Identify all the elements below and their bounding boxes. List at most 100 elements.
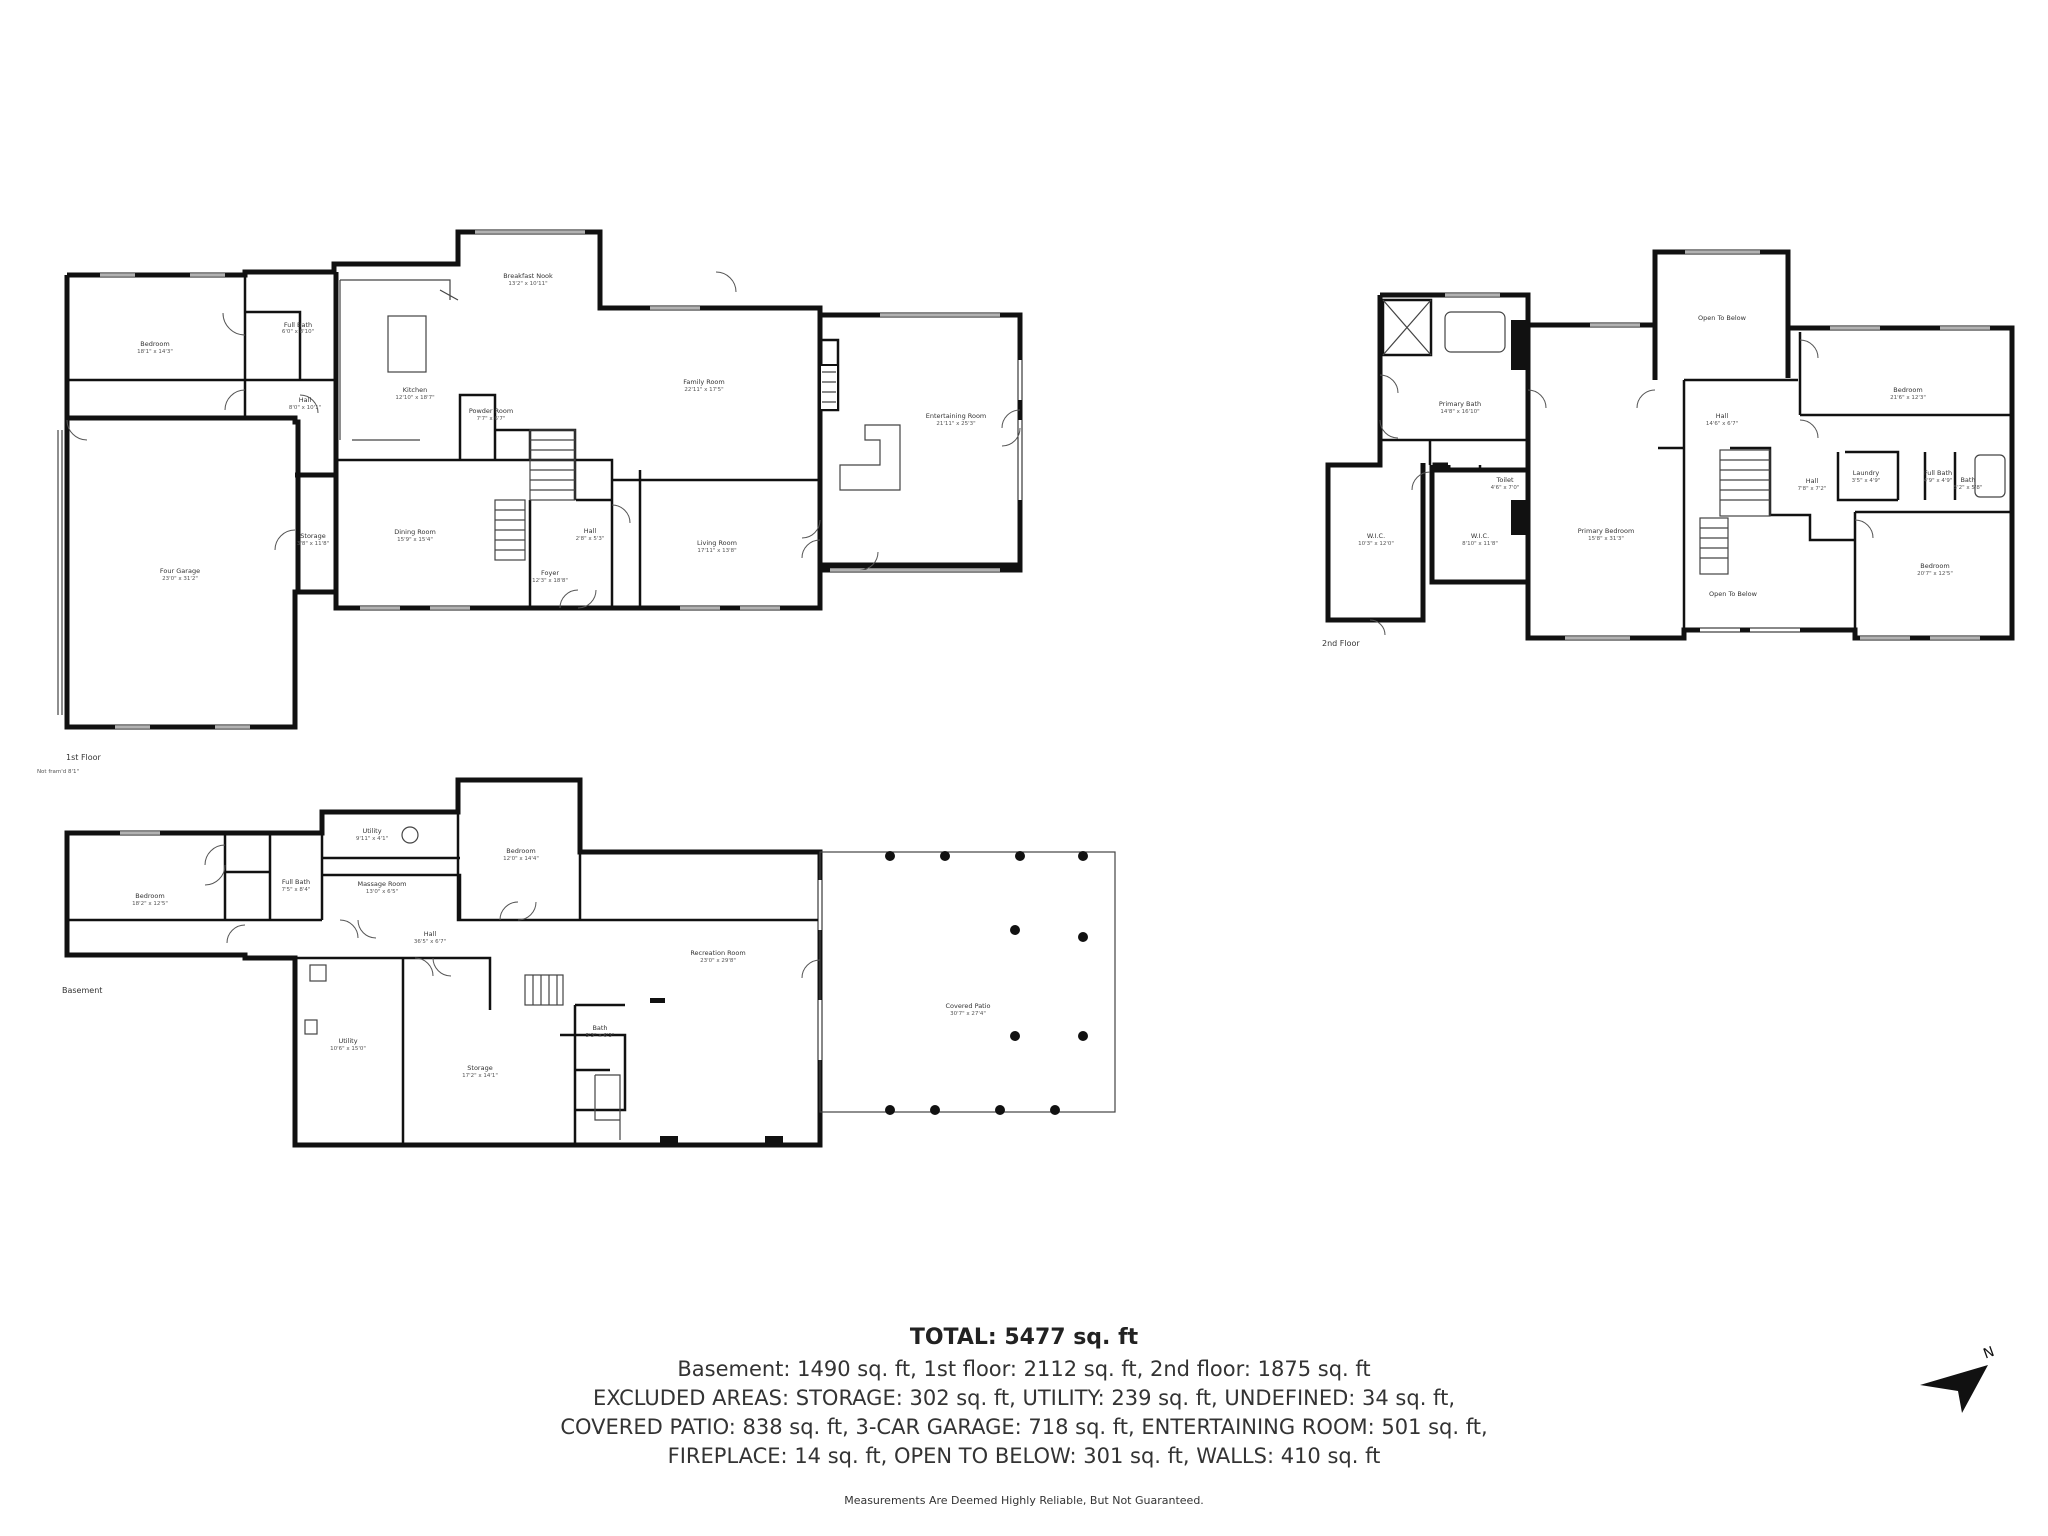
- room-dims: 12'0" x 14'4": [503, 856, 539, 862]
- room-label: Full Bath: [1924, 469, 1952, 477]
- room-label: Full Bath: [282, 878, 310, 886]
- room-dims: 4'6" x 7'0": [1491, 485, 1520, 491]
- covered-patio-outline: [819, 851, 1116, 1113]
- room-dims: 6'0" x 8'10": [282, 329, 314, 335]
- first-floor-plan: Bedroom 18'1" x 14'3" Full Bath 6'0" x 8…: [37, 229, 1023, 775]
- floor-label-first: 1st Floor: [66, 753, 102, 762]
- room-label: Toilet: [1495, 476, 1513, 484]
- room-dims: 7'7" x 6'7": [477, 416, 506, 422]
- first-floor-storage-wall: [295, 272, 339, 595]
- floor-label-basement: Basement: [62, 986, 102, 995]
- room-dims: 15'8" x 31'3": [1588, 536, 1624, 542]
- room-dims: 10'3" x 12'0": [1358, 541, 1394, 547]
- first-floor-windows: [100, 230, 1022, 729]
- room-label: Bedroom: [1920, 562, 1949, 570]
- room-dims: 10'6" x 15'0": [330, 1046, 366, 1052]
- room-label: Storage: [467, 1064, 492, 1072]
- room-label: Storage: [300, 532, 325, 540]
- room-label: W.I.C.: [1367, 532, 1385, 540]
- area-line: COVERED PATIO: 838 sq. ft, 3-CAR GARAGE:…: [560, 1415, 1488, 1439]
- room-dims: 22'11" x 17'5": [684, 387, 723, 393]
- room-label: W.I.C.: [1471, 532, 1489, 540]
- room-dims: 21'11" x 25'3": [936, 421, 975, 427]
- room-dims: 3'5" x 4'9": [1852, 478, 1881, 484]
- patio-columns: [885, 851, 1088, 1115]
- chimney-block: [1511, 320, 1526, 370]
- room-label: Utility: [362, 827, 381, 835]
- room-dims: 23'0" x 31'2": [162, 576, 198, 582]
- kitchen-counter: [339, 279, 459, 441]
- room-dims: 7'5" x 8'4": [282, 887, 311, 893]
- room-label: Bath: [1960, 476, 1975, 484]
- basement-bar: [594, 1074, 621, 1140]
- chimney-block-lower: [1511, 500, 1526, 535]
- room-dims: 17'11" x 13'8": [697, 548, 736, 554]
- room-label: Dining Room: [394, 528, 436, 536]
- basement-stairs: [524, 974, 564, 1006]
- area-line: EXCLUDED AREAS: STORAGE: 302 sq. ft, UTI…: [592, 1386, 1455, 1410]
- room-label: Foyer: [541, 569, 559, 577]
- second-floor-room-labels: Primary Bath 14'8" x 16'10" W.I.C. 10'3"…: [1358, 314, 1982, 598]
- area-line: Basement: 1490 sq. ft, 1st floor: 2112 s…: [677, 1357, 1371, 1381]
- bathtub-hall-bath: [1974, 454, 2006, 498]
- total-area: TOTAL: 5477 sq. ft: [909, 1325, 1139, 1350]
- room-dims: 15'9" x 15'4": [397, 537, 433, 543]
- first-floor-note: Not fram'd 8'1": [37, 769, 79, 775]
- basement-column: [765, 1136, 783, 1145]
- room-dims: 14'6" x 6'7": [1706, 421, 1738, 427]
- shower-stall: [1381, 298, 1433, 357]
- room-dims: 18'2" x 12'5": [132, 901, 168, 907]
- basement-doors: [204, 844, 821, 979]
- basement-interior-walls: [67, 812, 820, 1145]
- room-label: Hall: [299, 396, 312, 404]
- room-dims: 17'2" x 14'1": [462, 1073, 498, 1079]
- utility-fixture: [309, 964, 327, 982]
- room-label: Powder Room: [469, 407, 513, 415]
- basement-column: [650, 998, 665, 1003]
- room-label: Laundry: [1853, 469, 1880, 477]
- room-dims: 5'2" x 5'8": [1954, 485, 1983, 491]
- room-label: Covered Patio: [945, 1002, 990, 1010]
- room-dims: 13'0" x 6'5": [366, 889, 398, 895]
- room-dims: 21'6" x 12'3": [1890, 395, 1926, 401]
- room-dims: 12'3" x 18'8": [532, 578, 568, 584]
- fireplace: [819, 364, 839, 411]
- room-dims: 30'7" x 27'4": [950, 1011, 986, 1017]
- room-label: Massage Room: [357, 880, 406, 888]
- disclaimer: Measurements Are Deemed Highly Reliable,…: [844, 1494, 1204, 1507]
- room-dims: 13'2" x 10'11": [508, 281, 547, 287]
- room-label: Four Garage: [160, 567, 200, 575]
- first-floor-room-labels: Bedroom 18'1" x 14'3" Full Bath 6'0" x 8…: [137, 272, 986, 584]
- room-dims: 14'8" x 16'10": [1440, 409, 1479, 415]
- room-dims: 4'9" x 4'9": [1924, 478, 1953, 484]
- compass-arrow-icon: [1920, 1365, 1988, 1413]
- room-label: Bedroom: [140, 340, 169, 348]
- basement-windows: [120, 831, 822, 1060]
- bathtub: [1444, 311, 1506, 353]
- first-floor-doors: [66, 271, 1021, 609]
- room-dims: 3'8" x 11'8": [297, 541, 329, 547]
- room-label: Bath: [592, 1024, 607, 1032]
- utility-fixture: [401, 826, 419, 844]
- room-label: Bedroom: [135, 892, 164, 900]
- first-floor-stairs: [494, 429, 576, 561]
- basement-plan: Bedroom 18'2" x 12'5" Full Bath 7'5" x 8…: [62, 777, 1116, 1148]
- north-arrow-icon: N: [1920, 1344, 1997, 1413]
- room-label: Utility: [338, 1037, 357, 1045]
- room-label: Primary Bath: [1439, 400, 1481, 408]
- room-label: Recreation Room: [690, 949, 745, 957]
- room-label: Hall: [1806, 477, 1819, 485]
- room-dims: 18'1" x 14'3": [137, 349, 173, 355]
- room-dims: 8'0" x 10'1": [289, 405, 321, 411]
- room-label: Hall: [584, 527, 597, 535]
- basement-column: [660, 1136, 678, 1145]
- floor-label-second: 2nd Floor: [1322, 639, 1360, 648]
- room-dims: 36'5" x 6'7": [414, 939, 446, 945]
- first-floor-interior-walls: [67, 275, 840, 608]
- compass-north-label: N: [1981, 1344, 1996, 1363]
- second-floor-windows: [1445, 250, 1990, 640]
- area-line: FIREPLACE: 14 sq. ft, OPEN TO BELOW: 301…: [667, 1444, 1381, 1468]
- room-label: Full Bath: [284, 321, 312, 329]
- room-dims: 23'0" x 29'8": [700, 958, 736, 964]
